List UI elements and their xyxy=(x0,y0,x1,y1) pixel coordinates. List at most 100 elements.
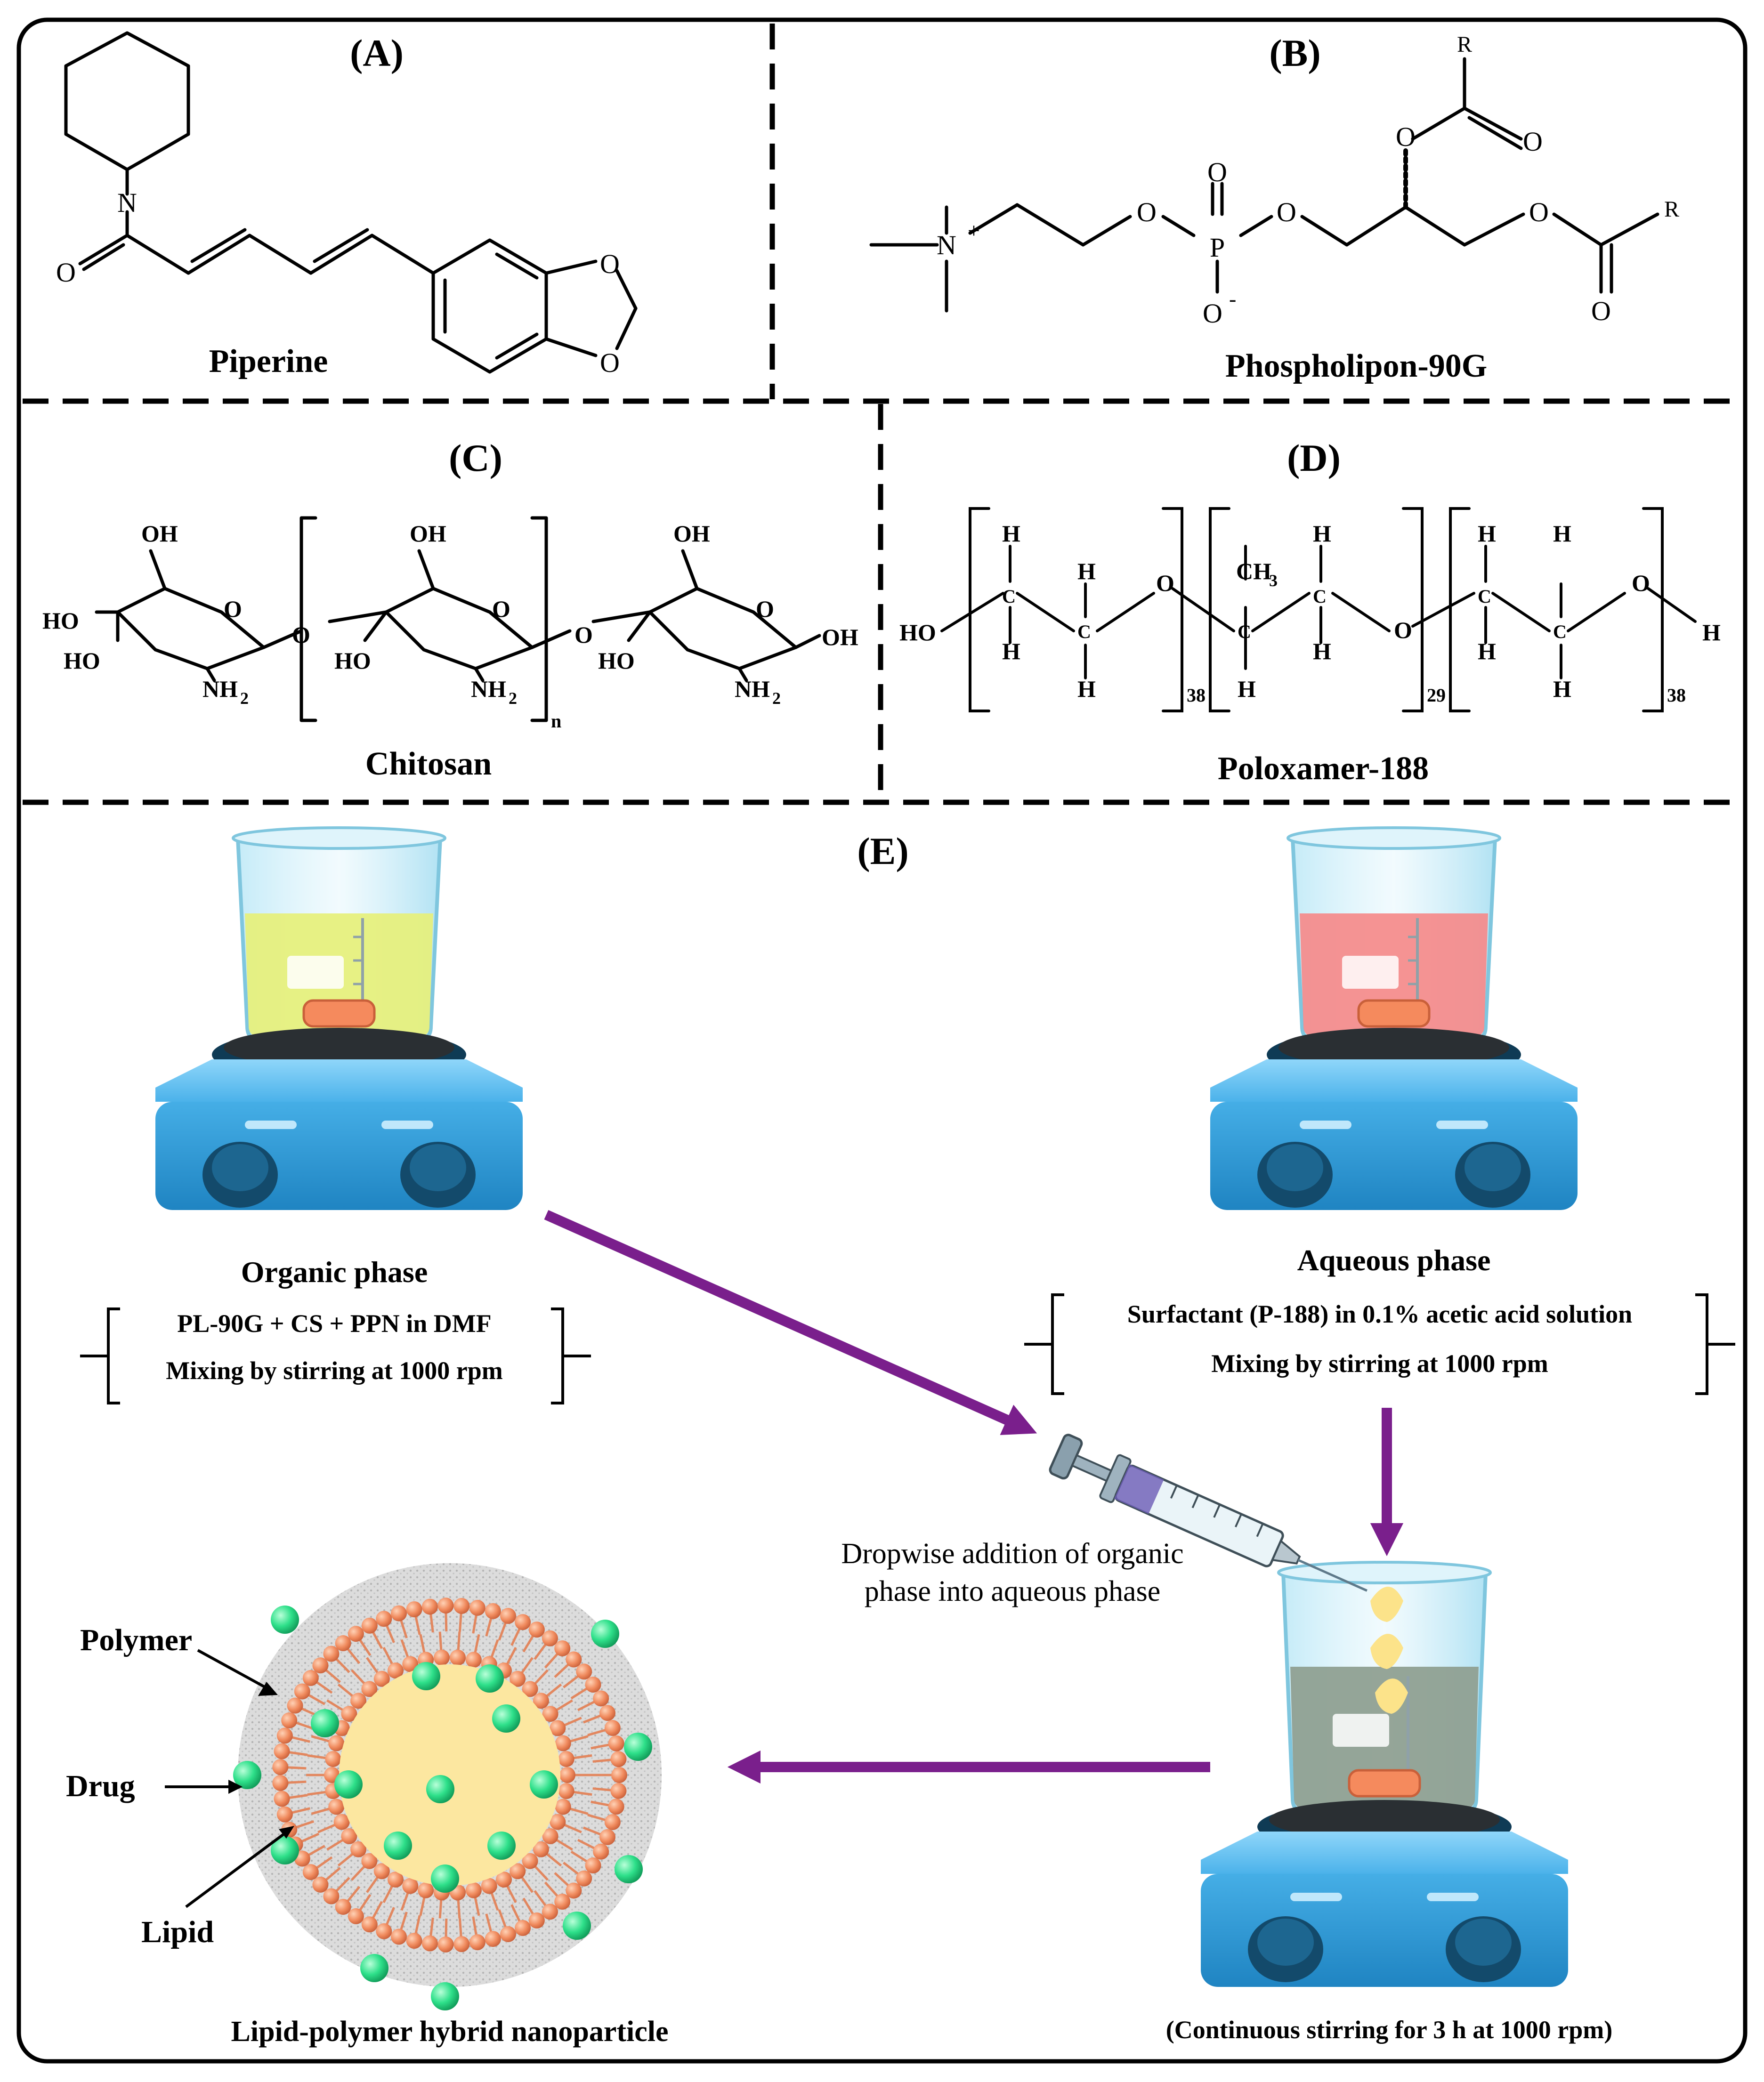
lipid-head xyxy=(390,1605,407,1622)
atom-label: O xyxy=(1632,570,1650,596)
atom-label: O xyxy=(1277,197,1296,227)
panel-dividers xyxy=(23,24,1742,805)
dropwise-line-1: Dropwise addition of organic xyxy=(841,1538,1184,1570)
poloxamer-structure xyxy=(940,507,1697,712)
atom-label: H xyxy=(1702,619,1721,646)
lipid-head xyxy=(387,1662,404,1679)
organic-phase-composition: PL-90G + CS + PPN in DMF xyxy=(177,1309,492,1338)
atom-label: HO xyxy=(42,607,79,634)
atom-label: H xyxy=(1553,520,1571,547)
lipid-head xyxy=(528,1912,545,1929)
droplet xyxy=(1370,1587,1403,1622)
process-arrows xyxy=(544,1210,1404,1784)
drug-bead xyxy=(426,1775,454,1803)
lipid-head xyxy=(274,1743,290,1759)
atom-label: O xyxy=(1529,197,1549,227)
aqueous-stirrer xyxy=(1210,826,1578,1210)
drug-label: Drug xyxy=(66,1769,135,1803)
atom-label: O xyxy=(1203,298,1222,329)
panel-c-label: (C) xyxy=(449,436,502,479)
lipid-head xyxy=(350,1841,367,1857)
drug-bead xyxy=(311,1709,339,1737)
atom-label: O xyxy=(1156,570,1174,596)
beaker xyxy=(1287,826,1501,1042)
lipid-head xyxy=(604,1720,621,1736)
lipid-head xyxy=(406,1933,422,1949)
atom-label: - xyxy=(1229,287,1236,311)
arrow-organic-to-syringe xyxy=(544,1210,1037,1435)
lipid-head xyxy=(453,1936,470,1953)
lipid-head xyxy=(599,1705,615,1721)
atom-label: NH xyxy=(735,676,770,702)
drug-bead xyxy=(412,1662,440,1690)
drug-bead xyxy=(624,1733,652,1761)
lipid-head xyxy=(550,1720,566,1736)
lipid-head xyxy=(390,1929,407,1945)
lipid-head xyxy=(469,1934,486,1951)
drug-bead xyxy=(476,1664,504,1693)
lipid-head xyxy=(604,1814,621,1830)
atom-label: 2 xyxy=(509,689,517,708)
lipid-head xyxy=(485,1603,501,1619)
panel-b-label: (B) xyxy=(1269,32,1320,74)
lipid-head xyxy=(528,1622,545,1638)
atom-label: 38 xyxy=(1187,685,1206,706)
lipid-head xyxy=(287,1697,303,1714)
bracket-boxes xyxy=(80,1293,1735,1404)
drug-bead xyxy=(233,1761,261,1789)
lipid-head xyxy=(302,1670,319,1686)
nanoparticle xyxy=(233,1563,662,2010)
drug-bead xyxy=(431,1864,459,1893)
lipid-head xyxy=(554,1640,571,1656)
lipid-head xyxy=(312,1876,329,1893)
lipid-head xyxy=(341,1706,357,1722)
lipid-head xyxy=(437,1598,454,1614)
panel-d-label: (D) xyxy=(1287,436,1341,479)
lipid-head xyxy=(610,1751,627,1767)
atom-label: 3 xyxy=(1269,571,1278,590)
drug-particles xyxy=(233,1606,652,2010)
atom-label: C xyxy=(1478,586,1491,607)
nanoparticle-caption: Lipid-polymer hybrid nanoparticle xyxy=(231,2016,669,2048)
lipid-label: Lipid xyxy=(141,1915,214,1949)
drug-bead xyxy=(492,1704,520,1733)
lipid-head xyxy=(402,1878,419,1894)
figure-border xyxy=(16,17,1748,2064)
lipid-head xyxy=(406,1601,422,1617)
piperine-structure xyxy=(64,31,638,374)
atom-label: H xyxy=(1002,520,1020,547)
drug-bead xyxy=(271,1836,299,1864)
lipid-head xyxy=(496,1871,512,1888)
lipid-head xyxy=(550,1814,566,1830)
atom-label: R xyxy=(1664,197,1679,222)
atom-label: 2 xyxy=(772,689,781,708)
lipid-head xyxy=(542,1706,558,1722)
drug-bead xyxy=(530,1770,558,1799)
lipid-head xyxy=(510,1863,526,1880)
atom-label: C xyxy=(1077,621,1091,642)
atom-label: H xyxy=(1238,676,1256,702)
phospholipon-atoms: N + O P O O - O O O R O O R xyxy=(937,32,1679,329)
atom-label: OH xyxy=(673,520,710,547)
lipid-head xyxy=(599,1829,615,1845)
lipid-head xyxy=(515,1920,531,1936)
atom-label: HO xyxy=(598,647,635,674)
aqueous-phase-composition: Surfactant (P-188) in 0.1% acetic acid s… xyxy=(1127,1300,1633,1328)
atom-label: O xyxy=(224,596,242,622)
lipid-head xyxy=(469,1599,486,1616)
lipid-head xyxy=(585,1676,601,1693)
lipid-head xyxy=(272,1759,289,1775)
atom-label: NH xyxy=(471,676,506,702)
poloxamer-atoms: HO H C H H C H O 38 CH 3 C H H C H O 29 … xyxy=(899,520,1721,706)
atom-label: HO xyxy=(899,619,936,646)
lipid-head xyxy=(522,1681,538,1697)
drug-bead xyxy=(384,1832,412,1860)
atom-label: O xyxy=(1394,617,1412,643)
lipid-head xyxy=(402,1656,419,1672)
atom-label: R xyxy=(1457,32,1472,57)
dropwise-line-2: phase into aqueous phase xyxy=(864,1575,1161,1607)
lipid-head xyxy=(350,1693,367,1709)
lipid-head xyxy=(500,1608,517,1624)
drug-bead xyxy=(431,1982,459,2010)
stirring-caption: (Continuous stirring for 3 h at 1000 rpm… xyxy=(1165,2016,1613,2044)
